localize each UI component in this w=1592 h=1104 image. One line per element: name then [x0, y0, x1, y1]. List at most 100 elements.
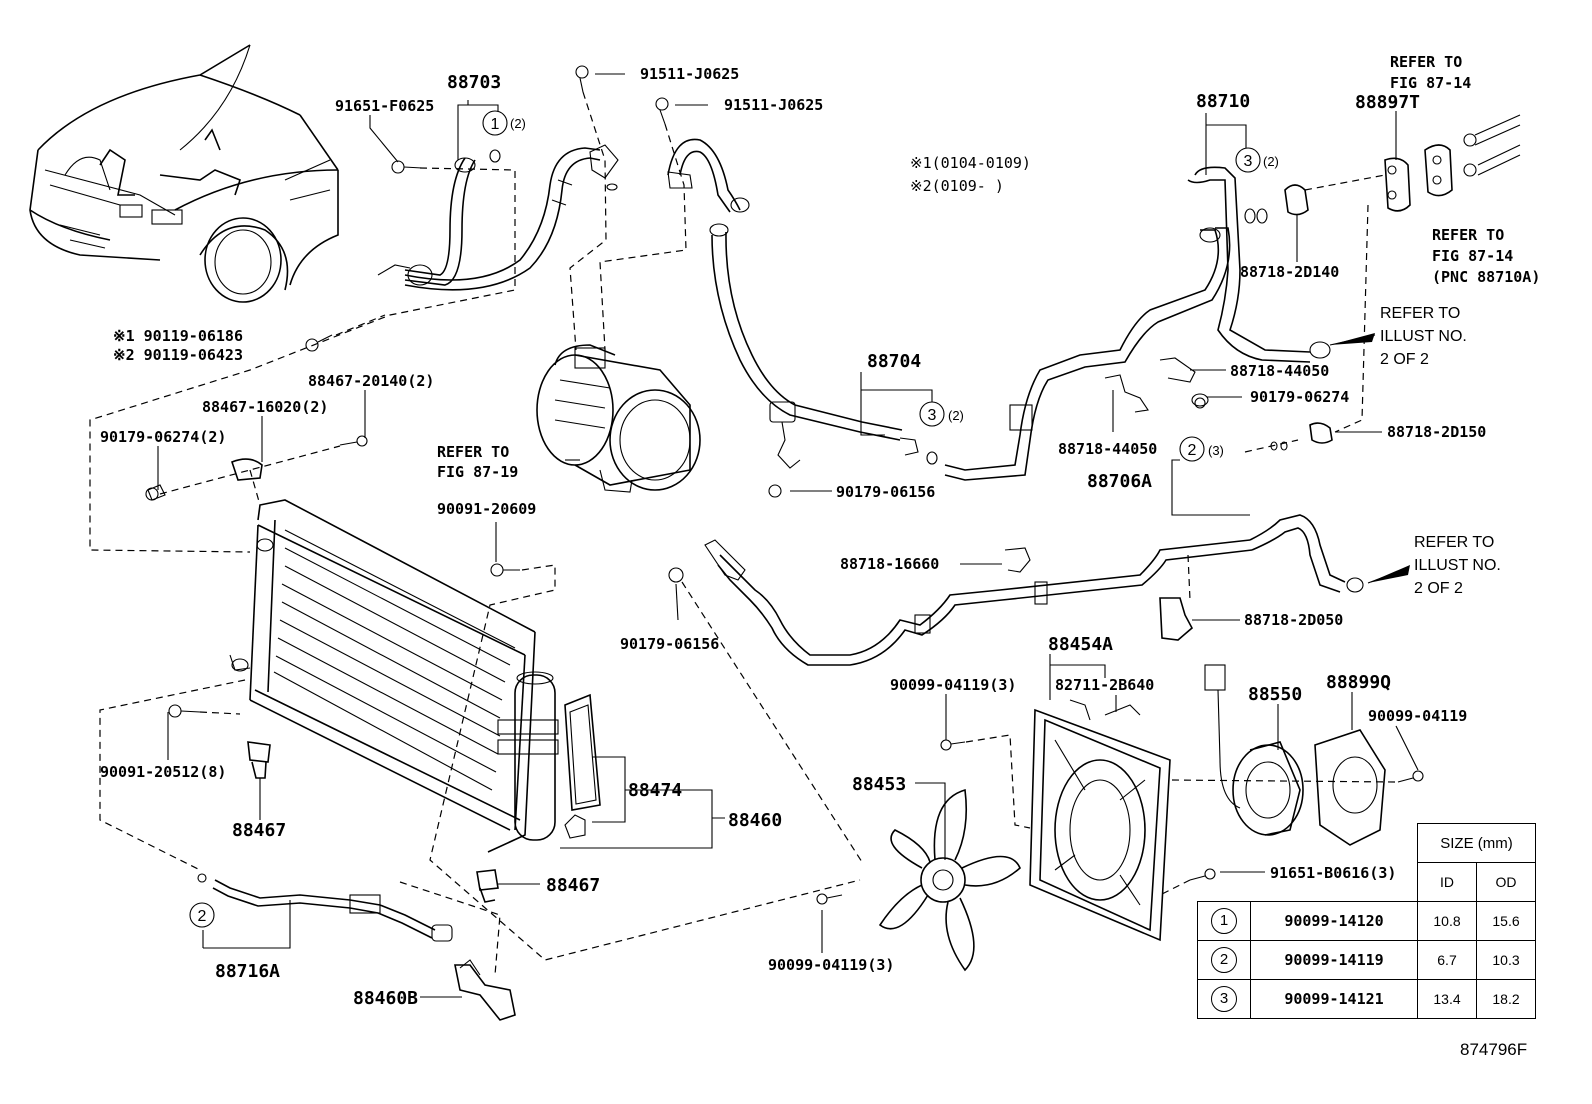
refer-fig-87-19-line2: FIG 87-19: [437, 463, 518, 481]
row-id-value: 13.4: [1417, 979, 1477, 1019]
label-90179-06156: 90179-06156: [620, 635, 719, 653]
leader-lines: [157, 73, 1419, 998]
label-88550: 88550: [1248, 684, 1302, 705]
label-91651-f0625: 91651-F0625: [335, 97, 434, 115]
row-id-value: 6.7: [1417, 940, 1477, 980]
row-index-circle: 3: [1211, 986, 1237, 1012]
row-od-value: 18.2: [1476, 979, 1536, 1019]
refer-fig-87-14-a1: REFER TO: [1390, 53, 1462, 71]
label-91511-j0625: 91511-J0625: [724, 96, 823, 114]
label-90179-06274: 90179-06274: [1250, 388, 1349, 406]
receiver-drier: [497, 671, 601, 841]
table-row: 3 90099-14121 13.4 18.2: [1197, 979, 1536, 1019]
size-header: SIZE (mm): [1417, 823, 1536, 863]
label-88710: 88710: [1196, 91, 1250, 112]
label-88467-16020: 88467-16020(2): [202, 398, 328, 416]
table-row: 2 90099-14119 6.7 10.3: [1197, 940, 1536, 980]
label-88467-20140: 88467-20140(2): [308, 372, 434, 390]
label-88718-2d150: 88718-2D150: [1387, 423, 1486, 441]
circle-1-marker: [482, 110, 508, 136]
fan-shroud: [1029, 699, 1171, 942]
compressor: [536, 344, 701, 493]
refer-illust-b1: REFER TO: [1414, 534, 1494, 551]
svg-text:2: 2: [198, 908, 207, 925]
label-91511-j0625: 91511-J0625: [640, 65, 739, 83]
dashed-leaders: [89, 91, 1396, 976]
label-88718-2d140: 88718-2D140: [1240, 263, 1339, 281]
vehicle-illustration: [29, 44, 339, 303]
refer-fig-87-14-b2: FIG 87-14: [1432, 247, 1513, 265]
label-88704: 88704: [867, 351, 921, 372]
row-part-number: 90099-14119: [1250, 940, 1418, 980]
bracket-88460b: [454, 959, 516, 1021]
label-90091-20609: 90091-20609: [437, 500, 536, 518]
fan-88453: [878, 788, 1021, 972]
seal-size-table: SIZE (mm) ID OD 1 90099-14120 10.8 15.6 …: [1197, 823, 1536, 1019]
circle-2-marker: [189, 902, 215, 928]
hose-88703: [377, 144, 619, 291]
label-90091-20512: 90091-20512(8): [100, 763, 226, 781]
svg-text:(2): (2): [1263, 154, 1279, 169]
col-id-header: ID: [1417, 862, 1477, 902]
suction-line: [944, 166, 1331, 481]
row-part-number: 90099-14121: [1250, 979, 1418, 1019]
circle-3-marker: [919, 401, 945, 427]
label-88718-2d050: 88718-2D050: [1244, 611, 1343, 629]
note-2: ※2(0109- ): [910, 177, 1004, 195]
row-index-circle: 2: [1211, 947, 1237, 973]
circle-3-marker: [1235, 147, 1261, 173]
svg-text:3: 3: [1244, 153, 1253, 170]
refer-illust-a2: ILLUST NO.: [1380, 328, 1467, 345]
svg-text:3: 3: [928, 407, 937, 424]
label-90179-06156-b: 90179-06156: [836, 483, 935, 501]
refer-fig-87-14-a2: FIG 87-14: [1390, 74, 1471, 92]
label-88474: 88474: [628, 780, 682, 801]
bolts: [145, 65, 1424, 905]
row-id-value: 10.8: [1417, 901, 1477, 941]
condenser: [229, 499, 536, 853]
label-90099-04119: 90099-04119: [1368, 707, 1467, 725]
row-od-value: 10.3: [1476, 940, 1536, 980]
part-labels: 88703 91651-F0625 (2) 91511-J0625 91511-…: [100, 53, 1540, 1009]
svg-text:1: 1: [491, 116, 500, 133]
label-88460b: 88460B: [353, 988, 418, 1009]
refer-illust-b2: ILLUST NO.: [1414, 557, 1501, 574]
label-88899q: 88899Q: [1326, 672, 1391, 693]
label-90099-04119-3: 90099-04119(3): [890, 676, 1016, 694]
liquid-line: [704, 514, 1364, 666]
grommets: [1004, 114, 1521, 641]
label-90099-04119-3-b: 90099-04119(3): [768, 956, 894, 974]
label-90119-06423: ※2 90119-06423: [113, 346, 243, 364]
pressure-wire-88716a: [197, 873, 453, 942]
label-88454a: 88454A: [1048, 634, 1113, 655]
refer-fig-87-19-line1: REFER TO: [437, 443, 509, 461]
label-88467-b: 88467: [546, 875, 600, 896]
label-88718-16660: 88718-16660: [840, 555, 939, 573]
refer-fig-87-14-b3: (PNC 88710A): [1432, 268, 1540, 286]
label-88897t: 88897T: [1355, 92, 1420, 113]
fan-motor: [1204, 664, 1386, 846]
refer-illust-b3: 2 OF 2: [1414, 580, 1463, 597]
label-88716a: 88716A: [215, 961, 280, 982]
refer-illust-a1: REFER TO: [1380, 305, 1460, 322]
svg-text:(3): (3): [1208, 443, 1224, 458]
figure-code: 874796F: [1460, 1040, 1528, 1059]
label-91651-b0616: 91651-B0616(3): [1270, 864, 1396, 882]
col-od-header: OD: [1476, 862, 1536, 902]
row-od-value: 15.6: [1476, 901, 1536, 941]
row-index-circle: 1: [1211, 908, 1237, 934]
discharge-hose: [667, 138, 919, 469]
row-part-number: 90099-14120: [1250, 901, 1418, 941]
label-82711-2b640: 82711-2B640: [1055, 676, 1154, 694]
reference-arrows[interactable]: [1329, 333, 1410, 584]
label-88706a: 88706A: [1087, 471, 1152, 492]
label-88703: 88703: [447, 72, 501, 93]
circle-2-marker: [1179, 436, 1205, 462]
label-90119-06186: ※1 90119-06186: [113, 327, 243, 345]
refer-illust-a3: 2 OF 2: [1380, 351, 1429, 368]
table-row: 1 90099-14120 10.8 15.6: [1197, 901, 1536, 941]
note-1: ※1(0104-0109): [910, 154, 1031, 172]
label-88718-44050-b: 88718-44050: [1058, 440, 1157, 458]
